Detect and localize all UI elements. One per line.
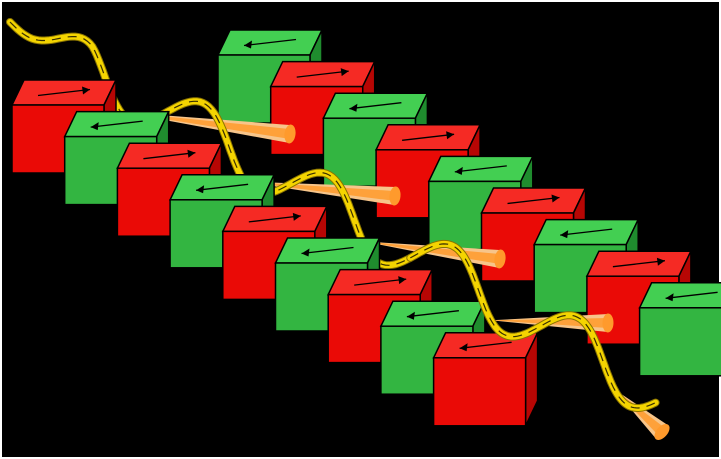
magnetization-arrow-line [406,310,459,318]
magnetization-arrow-line [90,120,143,128]
magnetization-arrow-line [560,228,613,236]
radiation-cone-end [284,124,296,144]
magnetization-arrow-line [301,246,354,255]
magnetization-arrow-line [507,196,560,205]
magnetization-arrowhead-icon [340,68,349,77]
magnetization-arrow-line [354,278,407,286]
magnet-front-face [638,307,721,377]
magnetization-arrow-line [196,183,249,191]
magnetization-arrow-line [243,38,297,47]
back-row-magnet-9 [638,282,721,377]
magnetization-arrowhead-icon [349,103,358,112]
magnetization-arrow-line [143,152,196,160]
radiation-cone-end [494,249,506,269]
magnet-top-face [638,282,721,309]
back-magnet-row [216,29,721,377]
magnetization-arrow-line [296,70,349,78]
electron-beam-front-segment [406,239,660,413]
magnetization-arrowhead-icon [446,131,455,140]
electron-beam-rear-segment [6,18,415,270]
magnetization-arrowhead-icon [398,276,407,285]
magnetization-arrowhead-icon [292,212,301,221]
magnetization-arrowhead-icon [560,230,569,239]
magnetization-arrow-line [349,102,402,110]
magnetization-arrowhead-icon [656,257,665,266]
magnetization-arrow-line [37,88,91,97]
magnetization-arrowhead-icon [301,248,310,257]
front-row-magnet-9 [432,332,539,427]
magnetization-arrowhead-icon [82,86,90,95]
front-magnet-row [10,79,539,427]
magnetization-arrowhead-icon [244,40,252,49]
magnetization-arrowhead-icon [196,185,205,194]
radiation-cone-end [389,186,401,206]
magnet-front-face [432,357,527,427]
magnetization-arrowhead-icon [187,149,196,158]
magnetization-arrow-line [402,133,455,141]
magnetization-arrow-line [248,215,301,223]
magnetization-arrow-line [665,291,718,299]
magnetization-arrowhead-icon [454,166,463,175]
magnetization-arrow-line [454,165,507,173]
radiation-cone-end [602,313,614,333]
electron-beam-centerline [9,21,411,266]
magnetization-arrowhead-icon [459,343,468,352]
magnetization-arrowhead-icon [551,194,560,203]
electron-beam-centerline [410,243,656,409]
magnetization-arrowhead-icon [665,293,674,302]
radiation-cone-end [654,424,670,440]
magnetization-arrow-line [459,341,512,349]
magnetization-arrowhead-icon [406,311,415,320]
magnetization-arrowhead-icon [90,122,99,131]
magnetization-arrow-line [612,260,665,268]
